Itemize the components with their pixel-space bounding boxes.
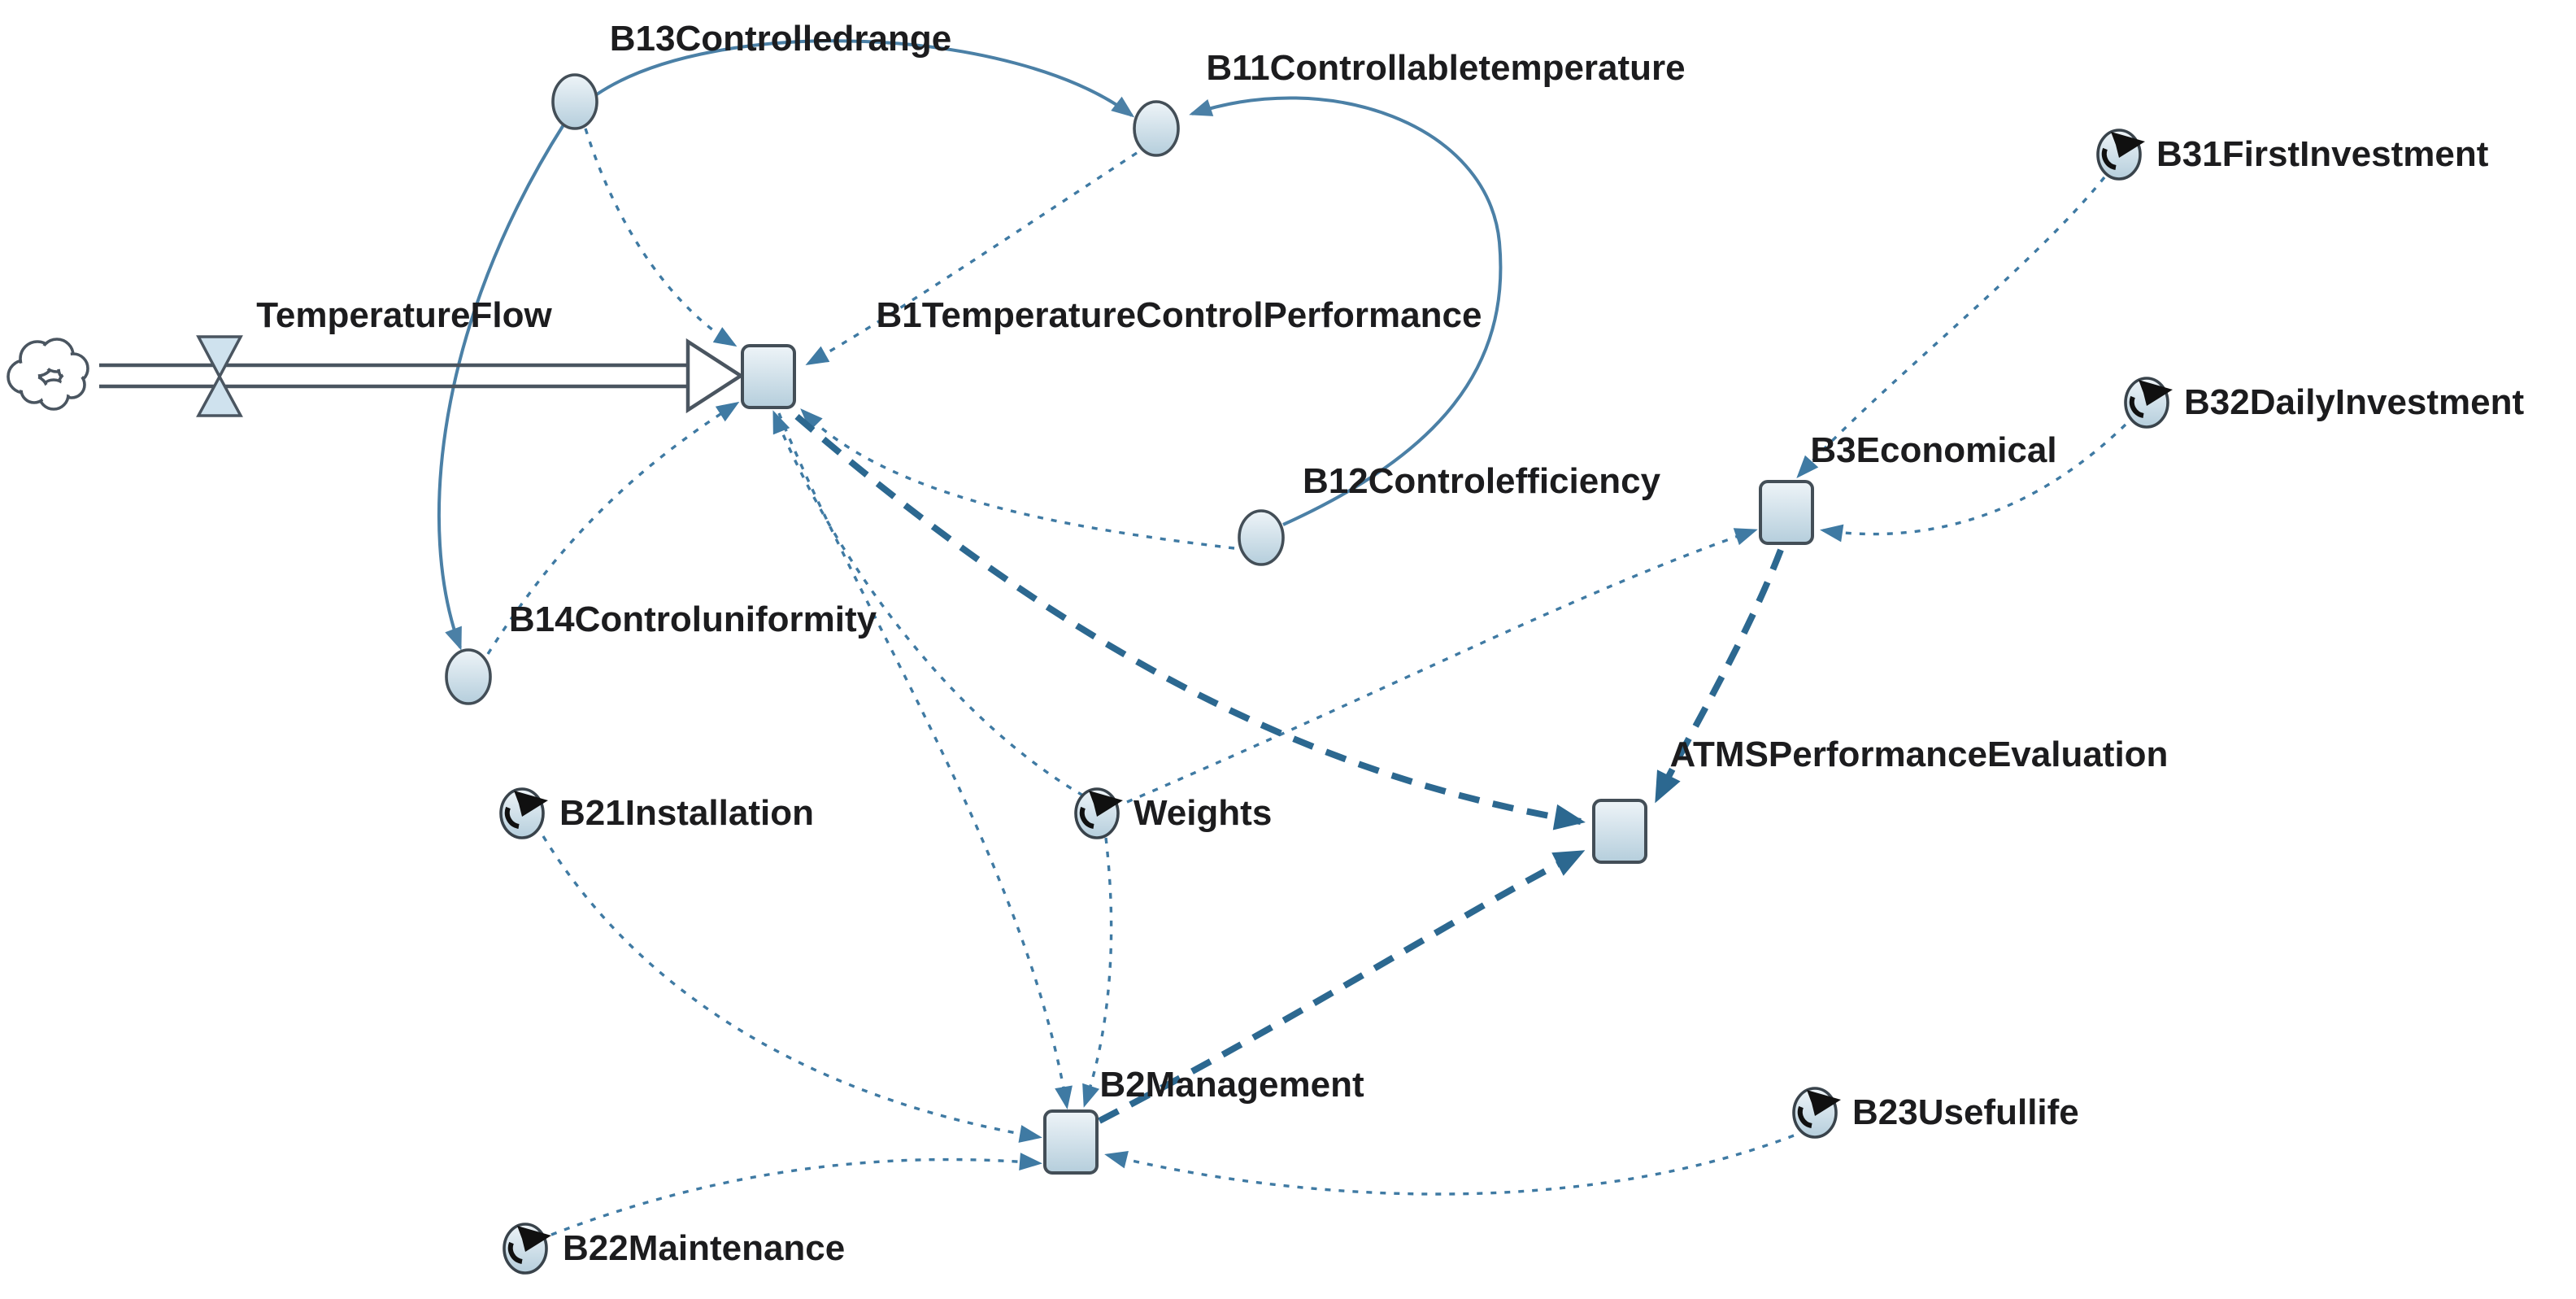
aux-b12[interactable]: B12Controlefficiency [1238, 461, 1661, 566]
valve-icon[interactable] [196, 335, 243, 417]
link-b13-to-b11[interactable] [595, 39, 1135, 118]
links [437, 39, 2127, 1236]
stock-b1[interactable]: B1TemperatureControlPerformance [741, 295, 1482, 409]
link-weights-to-b2[interactable] [1082, 837, 1113, 1108]
link-weights-to-b3[interactable] [1126, 528, 1758, 804]
flow-label: TemperatureFlow [256, 295, 552, 335]
param-b32-label: B32DailyInvestment [2184, 382, 2525, 422]
link-b1-to-b2[interactable] [777, 412, 1073, 1109]
link-b13-to-b14[interactable] [437, 122, 566, 651]
stock-b3[interactable]: B3Economical [1759, 430, 2057, 545]
stock-b2[interactable]: B2Management [1043, 1065, 1364, 1175]
stock-atms[interactable]: ATMSPerformanceEvaluation [1592, 735, 2169, 864]
stock-b1-label: B1TemperatureControlPerformance [877, 295, 1482, 335]
link-weights-to-b1[interactable] [772, 410, 1084, 797]
link-b1-to-atms[interactable] [794, 413, 1586, 830]
aux-b13[interactable]: B13Controlledrange [551, 19, 952, 130]
link-b3-to-atms[interactable] [1654, 548, 1784, 804]
link-b13-to-b1[interactable] [584, 128, 738, 347]
link-b22-to-b2[interactable] [550, 1153, 1042, 1236]
aux-b11-label: B11Controllabletemperature [1206, 48, 1685, 88]
link-b32-to-b3[interactable] [1820, 423, 2127, 543]
aux-b14-label: B14Controluniformity [509, 599, 877, 639]
link-b12-to-b1[interactable] [800, 408, 1235, 550]
param-b31[interactable]: B31FirstInvestment [2096, 129, 2489, 181]
aux-b13-label: B13Controlledrange [610, 19, 952, 59]
aux-b11[interactable]: B11Controllabletemperature [1133, 48, 1686, 157]
link-b31-to-b3[interactable] [1796, 176, 2106, 478]
stock-b2-label: B2Management [1099, 1065, 1364, 1105]
stock-atms-label: ATMSPerformanceEvaluation [1670, 735, 2169, 774]
param-b22-label: B22Maintenance [563, 1228, 845, 1268]
stock-b3-label: B3Economical [1810, 430, 2056, 470]
link-b2-to-atms[interactable] [1098, 849, 1586, 1124]
link-b12-to-b11-loop[interactable] [1189, 96, 1503, 526]
link-b14-to-b1[interactable] [486, 401, 740, 655]
param-weights-label: Weights [1134, 793, 1272, 833]
param-b23-label: B23Usefullife [1852, 1092, 2079, 1132]
flow-pipe[interactable] [99, 338, 745, 414]
link-b23-to-b2[interactable] [1104, 1134, 1795, 1196]
param-b32[interactable]: B32DailyInvestment [2124, 377, 2525, 429]
aux-b14[interactable]: B14Controluniformity [445, 599, 877, 705]
param-b21[interactable]: B21Installation [499, 787, 814, 839]
param-b23[interactable]: B23Usefullife [1792, 1087, 2079, 1139]
param-weights[interactable]: Weights [1074, 787, 1272, 839]
flow-temperature[interactable]: TemperatureFlow [7, 295, 745, 417]
param-b22[interactable]: B22Maintenance [503, 1223, 845, 1275]
flow-arrowhead [685, 338, 745, 414]
link-b11-to-b1[interactable] [805, 151, 1138, 365]
link-b21-to-b2[interactable] [542, 835, 1042, 1143]
param-b31-label: B31FirstInvestment [2156, 134, 2489, 174]
cloud-source-icon[interactable] [7, 338, 89, 411]
aux-b12-label: B12Controlefficiency [1303, 461, 1661, 501]
param-b21-label: B21Installation [559, 793, 814, 833]
